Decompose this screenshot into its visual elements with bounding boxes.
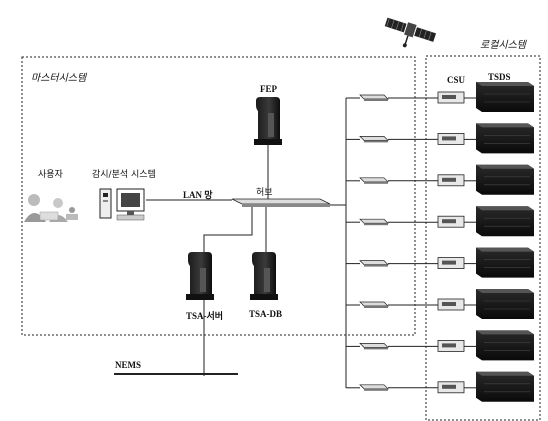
hub-icon — [231, 198, 331, 207]
modem-icon — [359, 136, 389, 143]
csu-icon — [437, 298, 465, 311]
tsds-column-label: TSDS — [488, 72, 511, 82]
csu-icon — [437, 132, 465, 145]
tsds-rack-icon — [476, 82, 534, 112]
csu-icon — [437, 91, 465, 104]
modem-icon — [359, 343, 389, 350]
local-unit-row — [346, 371, 534, 402]
tsds-rack-icon — [476, 330, 534, 361]
monitor-label: 감시/분석 시스템 — [92, 170, 156, 180]
fep-server-icon — [254, 97, 282, 145]
tsa-server-icon — [186, 252, 214, 300]
tsds-rack-icon — [476, 371, 534, 402]
tsa-server-label: TSA-서버 — [186, 311, 224, 321]
local-unit-row — [346, 123, 534, 154]
local-unit-row — [346, 289, 534, 319]
hub-label: 허브 — [256, 188, 273, 198]
tsds-rack-icon — [476, 123, 534, 154]
tsa-db-label: TSA-DB — [249, 309, 283, 319]
users-icon — [24, 194, 78, 222]
tsds-rack-icon — [476, 164, 534, 195]
master-system-title: 마스터시스템 — [31, 73, 87, 84]
local-unit-row — [346, 82, 534, 112]
csu-icon — [437, 257, 465, 270]
local-unit-row — [346, 206, 534, 237]
modem-icon — [359, 260, 389, 267]
nems-label: NEMS — [115, 360, 142, 370]
local-unit-row — [346, 330, 534, 361]
local-unit-row — [346, 247, 534, 278]
local-unit-row — [346, 164, 534, 195]
csu-column-label: CSU — [447, 75, 466, 85]
modem-icon — [359, 177, 389, 184]
workstation-icon — [99, 188, 145, 221]
modem-icon — [359, 94, 389, 101]
tsds-rack-icon — [476, 247, 534, 278]
user-label: 사용자 — [38, 170, 63, 180]
master-system-boundary — [21, 56, 416, 336]
tsa-db-icon — [250, 252, 278, 300]
modem-icon — [359, 301, 389, 308]
satellite-icon — [384, 17, 437, 48]
modem-icon — [359, 384, 389, 391]
csu-icon — [437, 339, 465, 352]
fep-label: FEP — [260, 84, 277, 94]
modem-icon — [359, 218, 389, 226]
local-system-title: 로컬시스템 — [480, 40, 526, 51]
tsds-rack-icon — [476, 206, 534, 237]
csu-icon — [437, 381, 465, 394]
lan-label: LAN 망 — [183, 190, 213, 200]
csu-icon — [437, 215, 465, 228]
local-system-boundary — [425, 55, 541, 421]
tsds-rack-icon — [476, 289, 534, 319]
csu-icon — [437, 174, 465, 187]
